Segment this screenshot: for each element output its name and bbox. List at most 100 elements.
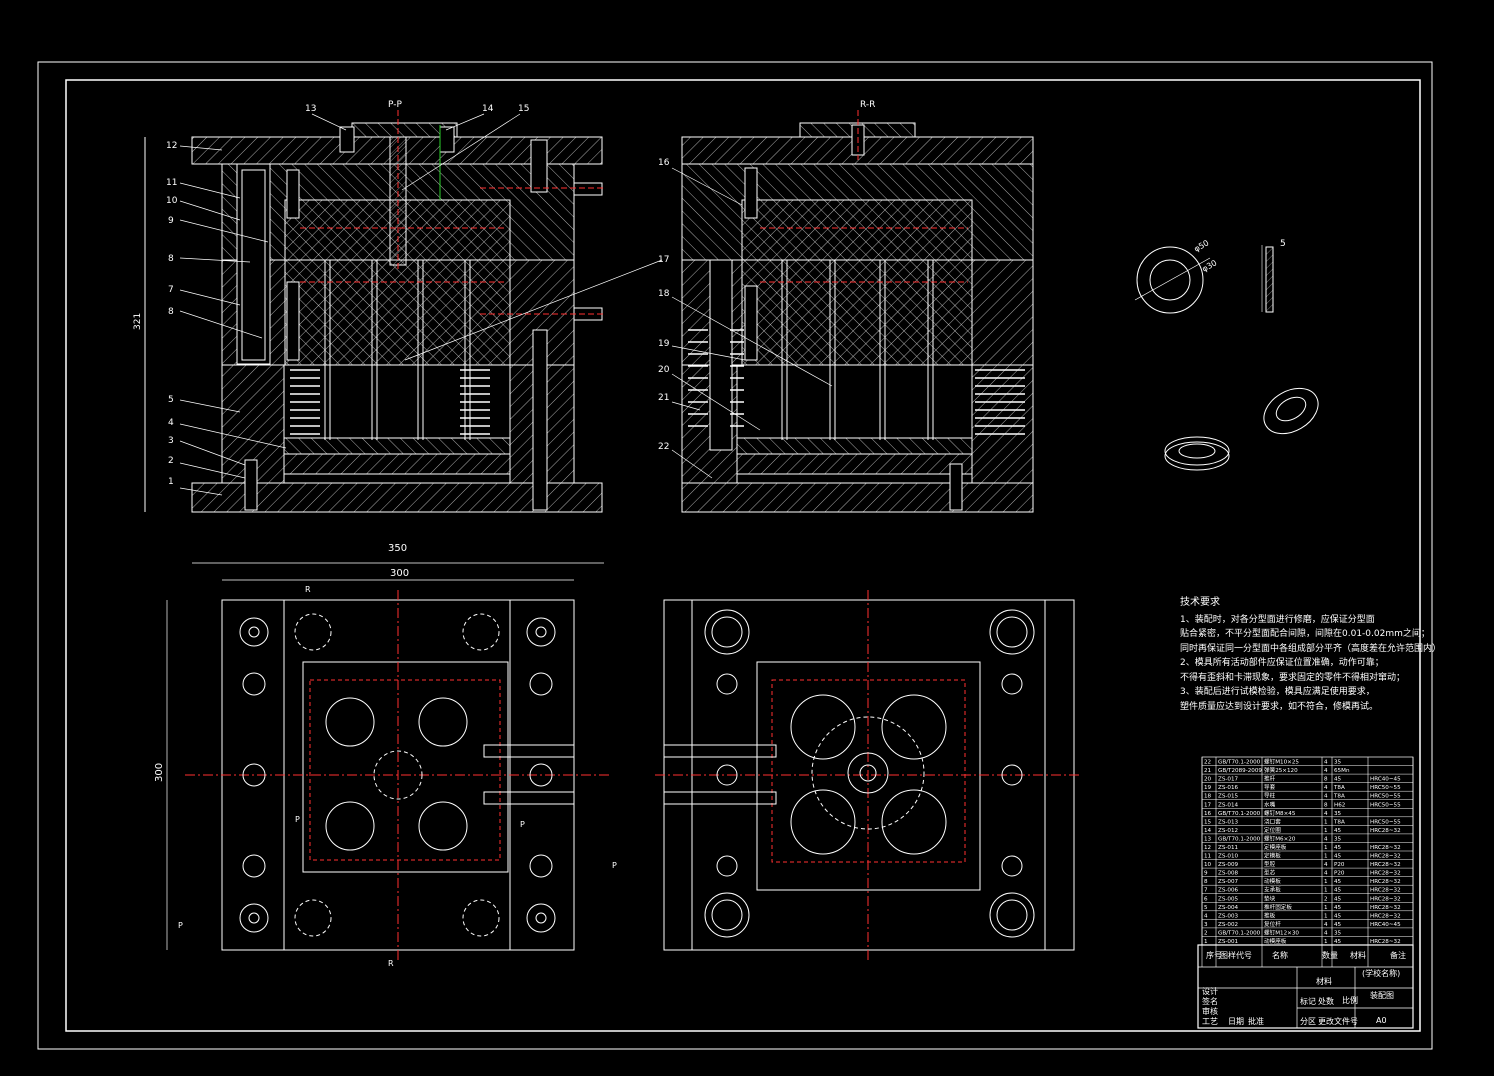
dim-height-321: 321	[133, 313, 143, 330]
bom-cell: 13	[1204, 836, 1212, 842]
bom-cell: ZS-014	[1218, 802, 1239, 808]
bom-cell: ZS-003	[1218, 913, 1239, 919]
bom-cell: GB/T2089-2009	[1218, 768, 1262, 774]
bom-cell: ZS-009	[1218, 862, 1239, 868]
bom-cell: 45	[1334, 939, 1342, 945]
revision-label: 签名	[1202, 996, 1218, 1006]
bom-cell: 导柱	[1264, 792, 1276, 800]
bom-cell: HRC28~32	[1370, 896, 1401, 902]
bom-cell: 6	[1204, 896, 1208, 902]
bom-cell: 4	[1324, 768, 1328, 774]
bom-cell: HRC28~32	[1370, 879, 1401, 885]
revision-label: 分区	[1300, 1017, 1316, 1026]
bom-cell: 35	[1334, 836, 1342, 842]
bom-cell: ZS-016	[1218, 785, 1239, 791]
bom-cell: 垫块	[1264, 894, 1276, 902]
section-rr-label: R-R	[860, 100, 875, 110]
bom-cell: 45	[1334, 905, 1342, 911]
requirement-line: 同时再保证同一分型面中各组成部分平齐（高度差在允许范围内）	[1180, 643, 1442, 654]
bom-cell: HRC28~32	[1370, 828, 1401, 834]
bom-header-cell: 数量	[1322, 950, 1338, 960]
part-label: 4	[168, 418, 174, 428]
bom-cell: HRC50~55	[1370, 785, 1401, 791]
bom-cell: HRC28~32	[1370, 888, 1401, 894]
technical-requirements-title: 技术要求	[1180, 597, 1220, 608]
bom-cell: ZS-008	[1218, 871, 1239, 877]
cut-mark: P	[178, 921, 183, 930]
dim-washer-outer: φ50	[1193, 238, 1211, 254]
bom-cell: ZS-010	[1218, 854, 1239, 860]
bom-cell: ZS-005	[1218, 896, 1239, 902]
bom-cell: 1	[1324, 854, 1328, 860]
bom-cell: 螺钉M12×30	[1264, 928, 1299, 936]
bom-cell: ZS-004	[1218, 905, 1239, 911]
bom-cell: H62	[1334, 802, 1345, 808]
bom-cell: HRC28~32	[1370, 913, 1401, 919]
bom-cell: 8	[1324, 802, 1328, 808]
bom-cell: 4	[1324, 785, 1328, 791]
bom-cell: 45	[1334, 913, 1342, 919]
bom-cell: 型芯	[1264, 869, 1276, 877]
requirement-line: 贴合紧密，不平分型面配合间隙，间隙在0.01-0.02mm之间；	[1180, 629, 1430, 639]
role-label: 工艺	[1202, 1017, 1218, 1026]
dim-thickness: 5	[1280, 239, 1286, 249]
bom-cell: 65Mn	[1334, 768, 1350, 774]
bom-cell: HRC28~32	[1370, 862, 1401, 868]
bom-cell: ZS-002	[1218, 922, 1238, 928]
material-label: 材料	[1316, 976, 1332, 986]
bom-cell: 4	[1324, 862, 1328, 868]
role-label: 审核	[1202, 1006, 1218, 1016]
role-label: 设计	[1202, 986, 1218, 996]
dim-height-300: 300	[154, 763, 165, 782]
bom-cell: 19	[1204, 785, 1212, 791]
bom-cell: 8	[1324, 777, 1328, 783]
bom-cell: GB/T70.1-2000	[1218, 760, 1261, 766]
bom-cell: P20	[1334, 862, 1345, 868]
scale-label: 比例	[1342, 995, 1358, 1005]
part-label: 10	[166, 196, 178, 206]
bom-cell: 45	[1334, 879, 1342, 885]
bom-cell: 定位圈	[1264, 826, 1281, 834]
bom-cell: 16	[1204, 811, 1212, 817]
bom-cell: 1	[1324, 905, 1328, 911]
requirement-line: 3、装配后进行试模检验，模具应满足使用要求，	[1180, 687, 1375, 697]
plan-view-fixed-half	[655, 590, 1080, 960]
cut-mark: P	[612, 861, 617, 870]
washer-detail: φ50 φ30 5	[1134, 238, 1319, 471]
bom-cell: HRC50~55	[1370, 819, 1401, 825]
bom-cell: 35	[1334, 930, 1342, 936]
part-label: 7	[168, 285, 174, 295]
part-label: 15	[518, 104, 529, 114]
part-label: 2	[168, 456, 174, 466]
dim-width-300: 300	[390, 568, 409, 579]
bom-cell: 4	[1324, 871, 1328, 877]
bom-cell: 14	[1204, 828, 1212, 834]
title-block-text: 序号 图样代号 名称 数量 材料 备注 装配图 (学校名称) 材料 比例 A0 …	[1202, 950, 1406, 1026]
bom-cell: 4	[1324, 794, 1328, 800]
requirement-line: 2、模具所有活动部件应保证位置准确，动作可靠；	[1180, 658, 1384, 668]
revision-label: 日期	[1228, 1017, 1244, 1026]
bom-header-cell: 序号	[1206, 950, 1222, 960]
bom-cell: 弹簧25×120	[1264, 766, 1298, 774]
inner-frame	[65, 79, 1421, 1032]
revision-label: 处数	[1318, 996, 1334, 1006]
bom-cell: 2	[1324, 896, 1328, 902]
part-label: 11	[166, 178, 177, 188]
bom-cell: GB/T70.1-2000	[1218, 811, 1261, 817]
cut-mark: R	[305, 585, 311, 594]
bom-cell: GB/T70.1-2000	[1218, 836, 1261, 842]
revision-label: 更改文件号	[1318, 1016, 1358, 1026]
bom-cell: 导套	[1264, 783, 1276, 791]
sheet-size: A0	[1376, 1016, 1387, 1025]
revision-label: 标记	[1300, 996, 1316, 1006]
bom-cell: 10	[1204, 862, 1212, 868]
bom-cell: 1	[1204, 939, 1208, 945]
bom-cell: 推板	[1264, 911, 1276, 919]
bom-cell: HRC28~32	[1370, 845, 1401, 851]
bom-cell: 20	[1204, 777, 1212, 783]
part-label: 1	[168, 477, 174, 487]
bom-cell: 动模板	[1264, 877, 1281, 885]
part-label: 9	[168, 216, 174, 226]
drawing-name: 装配图	[1370, 990, 1394, 1000]
